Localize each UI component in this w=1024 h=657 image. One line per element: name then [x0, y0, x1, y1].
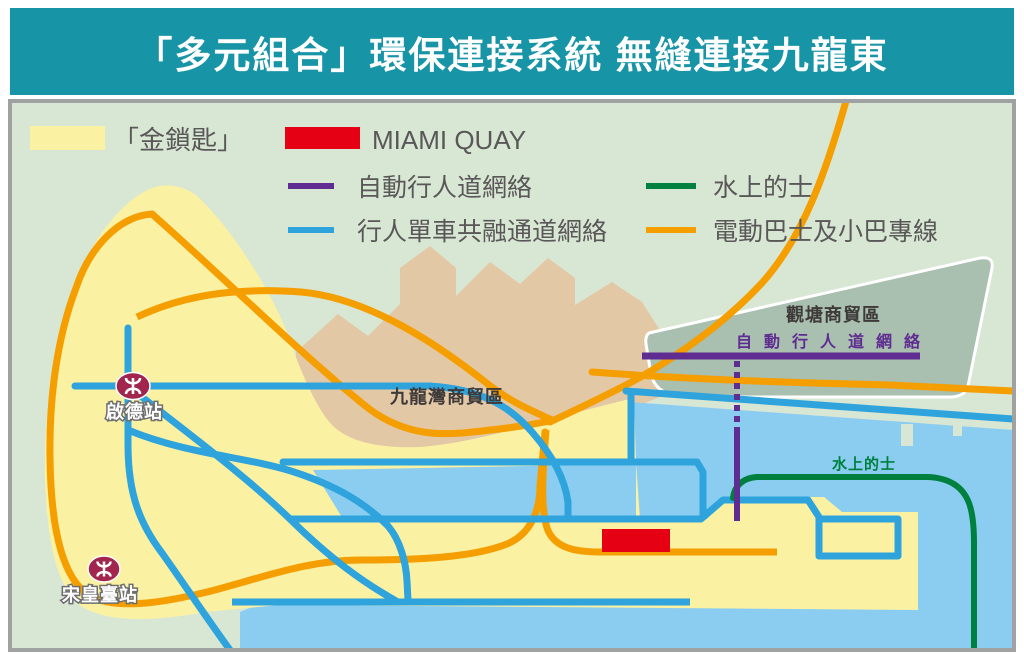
- water-channel: [313, 464, 636, 519]
- bus-route-peak-diagonal: [148, 210, 554, 438]
- ped-cycle-network: [71, 324, 1017, 654]
- legend-auto-walkway-label: 自動行人道網絡: [357, 174, 532, 202]
- title-bar: 「多元組合」環保連接系統 無縫連接九龍東: [10, 8, 1014, 95]
- cycle-station-vertical: [124, 324, 234, 654]
- mtr-logo-icon: [124, 377, 142, 395]
- cycle-station-horizontal: [71, 382, 572, 521]
- legend-golden-key-swatch: [30, 126, 105, 150]
- bus-route-arc: [135, 287, 554, 424]
- legend-ped-cycle-label: 行人單車共融通道網絡: [357, 218, 607, 246]
- legend-electric-bus-label: 電動巴士及小巴專線: [713, 218, 938, 246]
- cycle-channel-line: [279, 391, 707, 521]
- kai-tak-station-label: 啟德站: [106, 401, 163, 422]
- legend-water-taxi-label: 水上的士: [713, 174, 813, 202]
- kai-tak-station-marker: [115, 371, 151, 401]
- map-container: 觀塘商貿區 九龍灣商貿區 自動行人道網絡 水上的士 啟德站 宋皇臺站 「金鎖匙」…: [8, 97, 1017, 654]
- sung-wong-toi-station-label: 宋皇臺站: [62, 584, 138, 605]
- sung-wong-toi-station-marker: [87, 555, 121, 583]
- cycle-shore-line: [622, 387, 1017, 423]
- cycle-diagonal: [129, 386, 402, 606]
- cycle-basin-outline: [815, 515, 902, 560]
- page-title: 「多元組合」環保連接系統 無縫連接九龍東: [135, 34, 889, 76]
- kowloon-bay-district-label: 九龍灣商貿區: [389, 386, 504, 407]
- pier: [901, 424, 913, 446]
- bus-route-north-entry: [546, 97, 850, 426]
- water-taxi-route: [730, 474, 977, 653]
- pier: [953, 422, 962, 436]
- map-border: [8, 99, 1016, 652]
- legend-golden-key-label: 「金鎖匙」: [113, 125, 243, 155]
- bus-route-loop: [46, 210, 549, 608]
- water-taxi-map-label: 水上的士: [832, 455, 896, 473]
- auto-walkway-network: [642, 352, 920, 521]
- cycle-runway-top-line: [288, 496, 823, 523]
- kowloon-east-map: 觀塘商貿區 九龍灣商貿區 自動行人道網絡 水上的士 啟德站 宋皇臺站 「金鎖匙」…: [8, 97, 1017, 654]
- mtr-logo-icon: [96, 561, 112, 577]
- bus-route-east: [588, 368, 1017, 395]
- kwun-tong-district-label: 觀塘商貿區: [786, 304, 881, 325]
- miami-quay-site: [602, 529, 670, 552]
- legend-miami-quay-swatch: [285, 127, 360, 149]
- legend-miami-quay-label: MIAMI QUAY: [372, 125, 526, 155]
- legend: 「金鎖匙」 MIAMI QUAY 自動行人道網絡 行人單車共融通道網絡 水上的士…: [30, 125, 938, 246]
- auto-walkway-map-label: 自動行人道網絡: [736, 332, 932, 351]
- kwun-tong-district-area: [644, 256, 994, 399]
- cycle-curve: [124, 426, 412, 604]
